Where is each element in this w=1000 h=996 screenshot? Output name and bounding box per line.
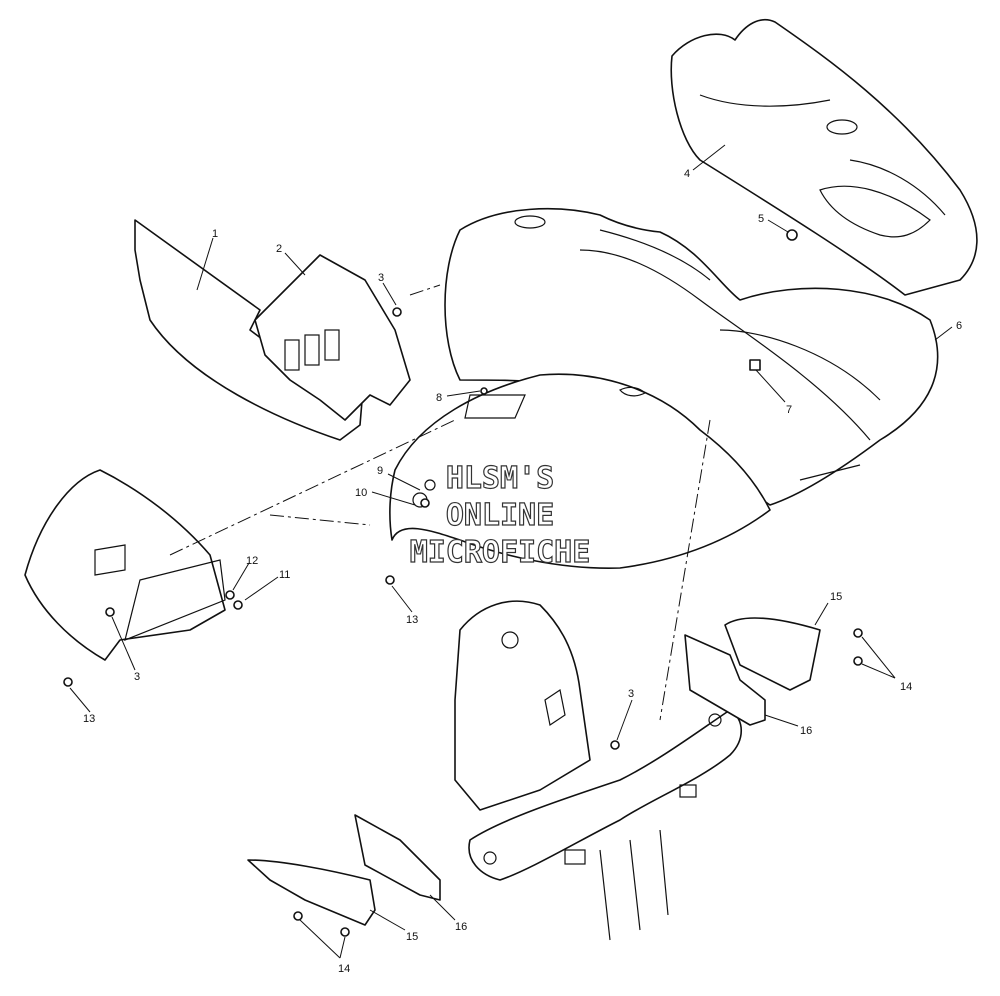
callout-12: 12: [246, 555, 258, 567]
assembly-lines: [169, 284, 711, 721]
watermark-line-3: MICROFICHE: [410, 535, 591, 570]
callout-1: 1: [212, 228, 218, 240]
callout-16: 16: [800, 725, 812, 737]
callout-13: 13: [83, 713, 95, 725]
callout-11: 11: [279, 569, 290, 581]
part-15-bracket-right: [724, 617, 821, 691]
callout-13: 13: [406, 614, 418, 626]
callout-7: 7: [786, 404, 792, 416]
callout-5: 5: [758, 213, 764, 225]
part-16-shield-left: [354, 814, 441, 901]
hardware-fasteners: [63, 229, 863, 937]
frame-structure: [454, 600, 743, 941]
part-2-footwell: [254, 254, 411, 421]
watermark-line-1: HLSM'S: [446, 461, 554, 496]
leader-lines: [69, 144, 953, 959]
callout-3: 3: [628, 688, 634, 700]
watermark: HLSM'S ONLINE MICROFICHE: [409, 460, 591, 570]
callout-6: 6: [956, 320, 962, 332]
watermark-line-2: ONLINE: [446, 498, 554, 533]
callout-4: 4: [684, 168, 690, 180]
callout-8: 8: [436, 392, 442, 404]
part-4-rear-cover: [670, 18, 978, 296]
callout-3: 3: [378, 272, 384, 284]
callout-15: 15: [406, 931, 418, 943]
callout-2: 2: [276, 243, 282, 255]
left-front-section: [24, 469, 226, 661]
part-15-bracket-left: [247, 859, 376, 926]
callout-14: 14: [900, 681, 912, 693]
callout-9: 9: [377, 465, 383, 477]
part-16-shield-right: [684, 634, 766, 726]
callout-10: 10: [355, 487, 367, 499]
callout-14: 14: [338, 963, 350, 975]
callout-15: 15: [830, 591, 842, 603]
callout-3: 3: [134, 671, 140, 683]
callout-16: 16: [455, 921, 467, 933]
callout-labels: 1 2 3 3 3 4 5 6 7 8 9 10 11 12 13 13 14 …: [83, 168, 962, 975]
